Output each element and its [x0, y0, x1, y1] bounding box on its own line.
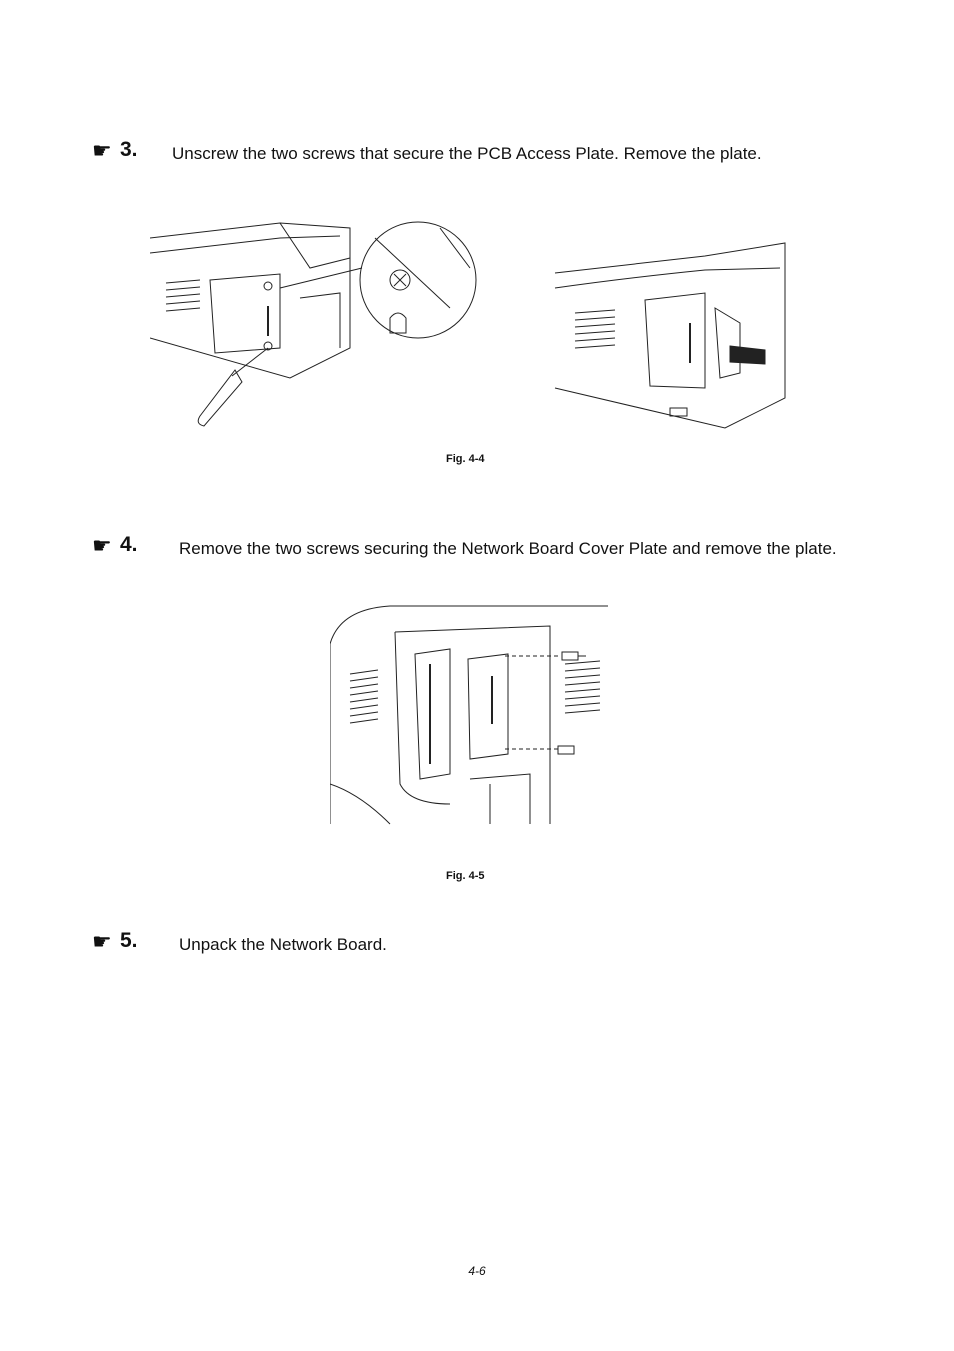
step-number: 4. [120, 533, 138, 556]
figure-caption: Fig. 4-4 [446, 453, 485, 465]
figure-4-4-illustration [150, 208, 790, 430]
magnified-screw-callout [280, 222, 476, 338]
printer-left-drawing [150, 223, 350, 378]
figure-4-5-illustration [330, 604, 610, 826]
pointing-hand-icon: ☛ [92, 138, 112, 163]
screwdriver-drawing [198, 348, 268, 426]
page-number: 4-6 [468, 1264, 486, 1278]
step-number: 5. [120, 929, 138, 952]
step-text: Remove the two screws securing the Netwo… [179, 539, 837, 558]
step-text: Unscrew the two screws that secure the P… [172, 144, 762, 163]
pointing-hand-icon: ☛ [92, 533, 112, 558]
figure-caption: Fig. 4-5 [446, 870, 485, 882]
pointing-hand-icon: ☛ [92, 929, 112, 954]
step-number: 3. [120, 138, 138, 161]
printer-right-drawing [555, 243, 785, 428]
step-text: Unpack the Network Board. [179, 935, 387, 954]
